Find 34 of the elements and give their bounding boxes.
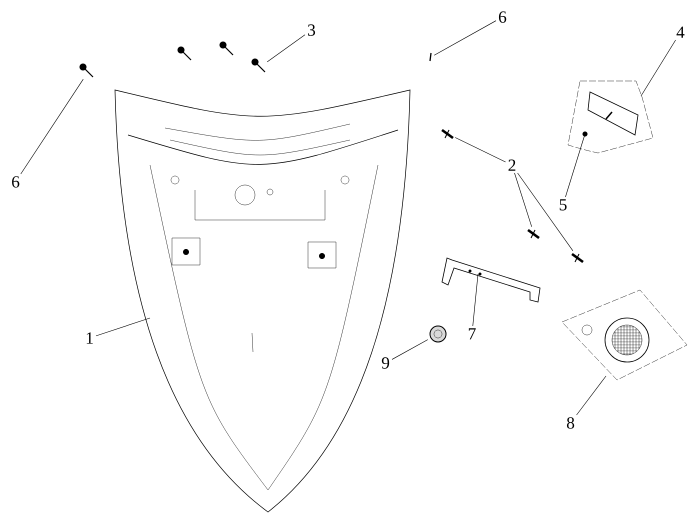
bolt-drawing — [571, 252, 584, 264]
screw-drawing — [252, 58, 266, 72]
lamp-drawing — [562, 290, 688, 380]
rear-fender-drawing — [114, 90, 410, 512]
callout-number: 1 — [86, 332, 93, 344]
clip-drawing — [429, 52, 432, 62]
reflector-drawing — [582, 132, 588, 136]
bolt-drawing — [441, 128, 454, 140]
callout-number: 2 — [508, 160, 516, 171]
nut-drawing — [430, 326, 446, 342]
leader-line — [454, 137, 506, 162]
leader-line — [392, 339, 428, 360]
leader-line — [576, 376, 606, 416]
leader-line — [472, 274, 478, 326]
leader-line — [514, 172, 532, 228]
leader-line — [96, 318, 150, 336]
leader-line — [565, 134, 586, 198]
screw-drawing — [80, 64, 94, 78]
callout-number: 5 — [560, 199, 567, 210]
leader-line — [434, 20, 496, 56]
leader-line — [640, 40, 676, 96]
callout-number: 3 — [308, 24, 316, 36]
callout-number: 9 — [382, 357, 390, 369]
callout-number: 8 — [566, 417, 574, 429]
callout-number: 7 — [468, 328, 476, 340]
lamp-drawing — [582, 324, 642, 356]
plate-holder-drawing — [568, 80, 654, 154]
leader-line — [20, 78, 84, 174]
bolt-drawing — [527, 228, 540, 240]
leader-line — [517, 172, 574, 252]
leader-line — [266, 34, 306, 62]
callout-number: 4 — [676, 26, 684, 38]
callout-number: 6 — [498, 11, 506, 23]
callout-number: 6 — [12, 176, 20, 188]
